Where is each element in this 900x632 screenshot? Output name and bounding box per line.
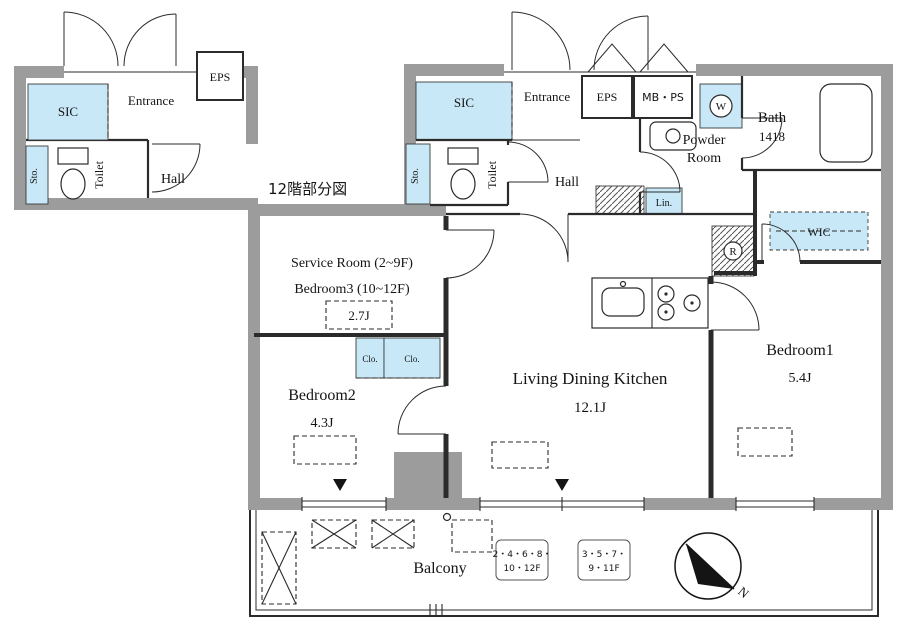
bathtub — [819, 83, 873, 163]
inset-storage-closet — [25, 145, 49, 205]
closet-right-label: Clo. — [404, 354, 419, 364]
opening-marker-left — [333, 479, 347, 491]
inset-door-arcs — [63, 11, 201, 193]
inset-toilet-fixture — [57, 147, 89, 200]
mbps-label: MB・PS — [642, 91, 684, 104]
floor-plate-2-line2: 9・11F — [588, 564, 619, 574]
linen-label: Lin. — [656, 198, 672, 209]
compass-north-label: N — [735, 584, 752, 602]
bedroom1-label: Bedroom1 — [766, 342, 834, 359]
inset-sic-closet — [27, 83, 109, 141]
main-plan: SIC Entrance EPS MB・PS W Bath 1418 Powde… — [248, 11, 893, 511]
compass-circle — [674, 532, 742, 600]
balcony-drain — [442, 512, 452, 522]
opening-marker-center — [555, 479, 569, 491]
floor-plate-1 — [495, 539, 549, 581]
floor-plate-2 — [577, 539, 631, 581]
fridge-symbol-circle — [723, 241, 743, 261]
inset-eps-shaft — [196, 51, 244, 101]
balcony-label: Balcony — [413, 560, 466, 577]
inset-caption: 12階部分図 — [268, 180, 347, 198]
main-interior-walls — [254, 75, 881, 498]
powder-room-label-1: Powder — [683, 133, 726, 148]
balcony-equipment-boxes — [261, 519, 493, 605]
closet-left — [355, 337, 385, 379]
floor-plate-2-line1: 3・5・7・ — [582, 550, 626, 560]
fridge-label: R — [729, 246, 737, 258]
main-hall-label: Hall — [555, 175, 579, 190]
inset-walls — [14, 66, 258, 210]
bedroom1-furniture — [737, 427, 793, 457]
washer-label: W — [716, 101, 727, 113]
inset-hall-label: Hall — [161, 172, 185, 187]
service-room-label-1: Service Room (2~9F) — [291, 256, 413, 271]
hall-cabinet — [595, 185, 645, 215]
floor-plate-1-line1: 2・4・6・8・ — [493, 550, 552, 560]
closet-right — [383, 337, 441, 379]
main-toilet-label: Toilet — [485, 160, 499, 188]
balcony-railing-inner — [255, 510, 873, 611]
bedroom2-furniture — [293, 435, 357, 465]
eps-shaft — [581, 75, 633, 119]
ldk-label: Living Dining Kitchen — [513, 369, 668, 388]
bath-size-label: 1418 — [759, 129, 785, 144]
compass: N — [674, 532, 753, 602]
main-outer-walls — [248, 64, 893, 510]
ldk-size-label: 12.1J — [574, 400, 606, 416]
inset-toilet-label: Toilet — [92, 160, 106, 188]
kitchen-counter — [591, 277, 709, 329]
balcony-partition-ticks — [429, 604, 443, 616]
main-storage-label: Sto. — [410, 168, 421, 184]
service-room-furniture — [325, 300, 393, 330]
bedroom1-size-label: 5.4J — [789, 371, 813, 386]
main-sic-label: SIC — [454, 95, 474, 110]
main-storage-closet — [405, 143, 431, 205]
washer-symbol-circle — [709, 94, 733, 118]
main-toilet-fixture — [447, 147, 479, 200]
floor-plate-1-line2: 10・12F — [503, 564, 540, 574]
wic-label: WIC — [807, 225, 830, 239]
inset-entrance-label: Entrance — [128, 93, 174, 108]
main-door-arcs — [397, 11, 801, 435]
service-room-size-label: 2.7J — [348, 308, 369, 323]
bedroom2-size-label: 4.3J — [311, 416, 335, 431]
closet-left-label: Clo. — [362, 354, 377, 364]
bath-label: Bath — [758, 110, 787, 126]
kitchen-sink — [601, 287, 645, 317]
powder-room-label-2: Room — [687, 151, 721, 166]
inset-sic-label: SIC — [58, 104, 78, 119]
powder-vanity — [649, 121, 697, 151]
bedroom2-label: Bedroom2 — [288, 387, 356, 404]
inset-plan: SIC Entrance EPS Toilet Hall Sto. — [14, 11, 258, 210]
inset-storage-label: Sto. — [29, 168, 40, 184]
eps-label: EPS — [597, 90, 618, 104]
windows — [301, 479, 815, 511]
service-room-label-2: Bedroom3 (10~12F) — [294, 282, 410, 297]
inset-eps-label: EPS — [210, 70, 231, 84]
balcony-railing-outer — [249, 510, 879, 617]
main-sic-closet — [415, 81, 513, 141]
mbps-shaft — [633, 75, 693, 119]
balcony: 2・4・6・8・ 10・12F 3・5・7・ 9・11F Balcony — [249, 510, 879, 617]
ldk-furniture — [491, 441, 549, 469]
main-entrance-label: Entrance — [524, 89, 570, 104]
